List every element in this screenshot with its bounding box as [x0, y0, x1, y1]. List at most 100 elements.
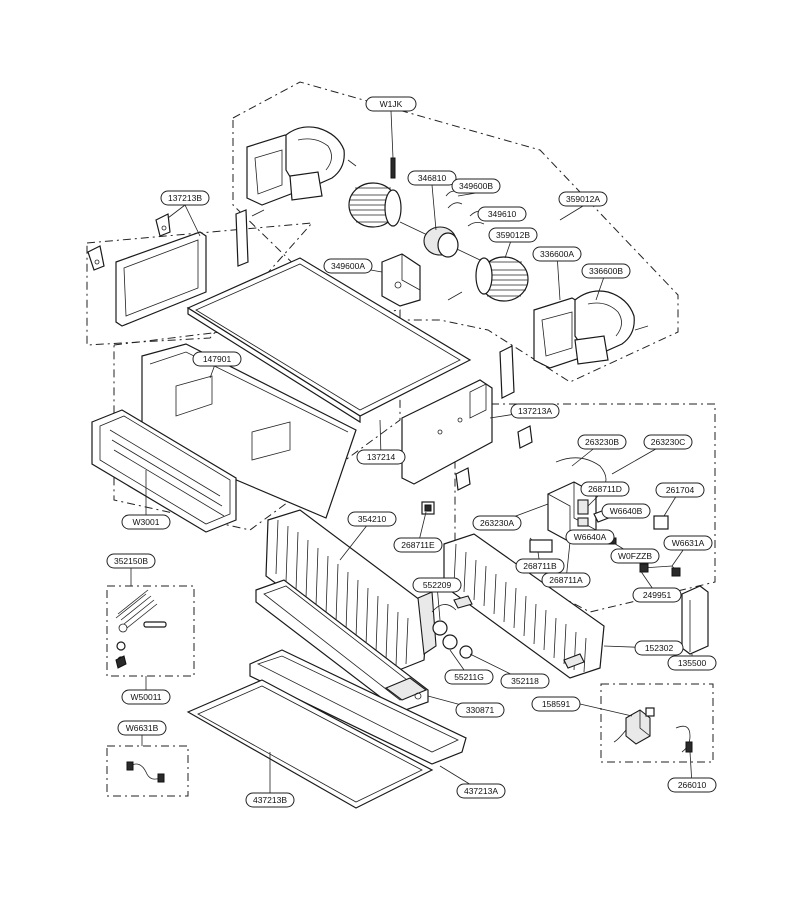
- part-label-349600A: 349600A: [323, 258, 373, 274]
- svg-text:W6631A: W6631A: [672, 538, 705, 548]
- left-blower-wheel: [348, 182, 402, 228]
- svg-text:158591: 158591: [542, 699, 571, 709]
- part-label-349600B: 349600B: [451, 178, 501, 194]
- part-label-268711D: 268711D: [580, 481, 630, 497]
- blower-assembly: [246, 126, 649, 369]
- svg-text:W6640A: W6640A: [574, 532, 607, 542]
- part-label-55211G: 55211G: [444, 669, 494, 685]
- svg-text:137214: 137214: [367, 452, 396, 462]
- motor-clip-b: [445, 190, 463, 209]
- left-side-panel: [115, 231, 207, 327]
- svg-text:352150B: 352150B: [114, 556, 148, 566]
- blower-group-outline: [232, 81, 679, 383]
- hanger-bracket-upper: [155, 213, 171, 237]
- hardware-kit-outline: [106, 585, 195, 677]
- svg-text:266010: 266010: [678, 780, 707, 790]
- svg-text:349600B: 349600B: [459, 181, 493, 191]
- svg-text:552209: 552209: [423, 580, 452, 590]
- part-label-137214: 137214: [356, 449, 406, 465]
- part-label-346810: 346810: [407, 170, 457, 186]
- top-cover-panel: [186, 257, 472, 424]
- part-label-158591: 158591: [531, 696, 581, 712]
- svg-text:268711B: 268711B: [523, 561, 557, 571]
- svg-text:349600A: 349600A: [331, 261, 365, 271]
- svg-text:W0FZZB: W0FZZB: [618, 551, 652, 561]
- svg-text:349610: 349610: [488, 209, 517, 219]
- part-label-W1JK: W1JK: [365, 96, 417, 112]
- part-label-336600A: 336600A: [532, 246, 582, 262]
- side-cover: [681, 585, 709, 655]
- part-label-263230B: 263230B: [577, 434, 627, 450]
- part-label-268711A: 268711A: [541, 572, 591, 588]
- pump-group-outline: [600, 683, 714, 763]
- svg-text:268711E: 268711E: [401, 540, 435, 550]
- part-label-336600B: 336600B: [581, 263, 631, 279]
- part-label-135500: 135500: [667, 655, 717, 671]
- right-side-bracket: [401, 345, 533, 491]
- wire-kit: [126, 761, 165, 783]
- svg-text:330871: 330871: [466, 705, 495, 715]
- svg-text:336600A: 336600A: [540, 249, 574, 259]
- part-label-152302: 152302: [634, 640, 684, 656]
- svg-text:249951: 249951: [643, 590, 672, 600]
- hanger-bracket-lower: [87, 245, 105, 271]
- svg-text:137213A: 137213A: [518, 406, 552, 416]
- part-label-W3001: W3001: [121, 514, 171, 530]
- left-side-assembly: [87, 209, 265, 327]
- svg-text:359012A: 359012A: [566, 194, 600, 204]
- svg-text:W3001: W3001: [133, 517, 160, 527]
- side-brace: [235, 209, 249, 267]
- part-label-354210: 354210: [347, 511, 397, 527]
- part-label-W6631B: W6631B: [117, 720, 167, 736]
- part-label-352150B: 352150B: [106, 553, 156, 569]
- svg-text:437213A: 437213A: [464, 786, 498, 796]
- svg-text:261704: 261704: [666, 485, 695, 495]
- svg-text:354210: 354210: [358, 514, 387, 524]
- part-label-359012B: 359012B: [488, 227, 538, 243]
- part-label-W6640A: W6640A: [565, 529, 615, 545]
- control-box-group-outline: [454, 403, 716, 613]
- svg-text:137213B: 137213B: [168, 193, 202, 203]
- svg-text:352118: 352118: [511, 676, 539, 686]
- svg-text:346810: 346810: [418, 173, 447, 183]
- hardware-kit: [115, 589, 167, 669]
- part-label-359012A: 359012A: [558, 191, 608, 207]
- right-blower-housing: [533, 290, 635, 369]
- part-label-263230C: 263230C: [643, 434, 693, 450]
- drain-pan: [255, 579, 429, 713]
- part-label-349610: 349610: [477, 206, 527, 222]
- part-label-249951: 249951: [632, 587, 682, 603]
- part-label-437213A: 437213A: [456, 783, 506, 799]
- svg-text:263230A: 263230A: [480, 518, 514, 528]
- svg-text:268711A: 268711A: [549, 575, 583, 585]
- svg-text:W6640B: W6640B: [610, 506, 643, 516]
- drain-frame: [91, 409, 237, 533]
- part-label-W6631A: W6631A: [663, 535, 713, 551]
- part-label-266010: 266010: [667, 777, 717, 793]
- part-label-352118: 352118: [500, 673, 550, 689]
- svg-text:135500: 135500: [678, 658, 707, 668]
- svg-text:55211G: 55211G: [454, 672, 484, 682]
- svg-text:147901: 147901: [203, 354, 232, 364]
- svg-text:152302: 152302: [645, 643, 674, 653]
- heat-exchanger-coil: [265, 509, 473, 673]
- part-label-137213A: 137213A: [510, 403, 560, 419]
- part-label-137213B: 137213B: [160, 190, 210, 206]
- blower-motor: [390, 157, 481, 261]
- part-label-W50011: W50011: [121, 689, 171, 705]
- left-blower-housing: [246, 126, 345, 206]
- svg-text:437213B: 437213B: [253, 795, 287, 805]
- part-label-261704: 261704: [655, 482, 705, 498]
- part-label-268711E: 268711E: [393, 537, 443, 553]
- motor-mount-bracket: [381, 253, 421, 307]
- right-blower-wheel: [475, 256, 529, 302]
- part-label-437213B: 437213B: [245, 792, 295, 808]
- part-label-268711B: 268711B: [515, 558, 565, 574]
- svg-text:359012B: 359012B: [496, 230, 530, 240]
- svg-text:W1JK: W1JK: [380, 99, 403, 109]
- wire-kit-outline: [106, 745, 189, 797]
- svg-text:W50011: W50011: [130, 692, 161, 702]
- svg-text:263230B: 263230B: [585, 437, 619, 447]
- part-labels: W1JK 346810 349600B 359012A 137213B 3496…: [106, 96, 717, 808]
